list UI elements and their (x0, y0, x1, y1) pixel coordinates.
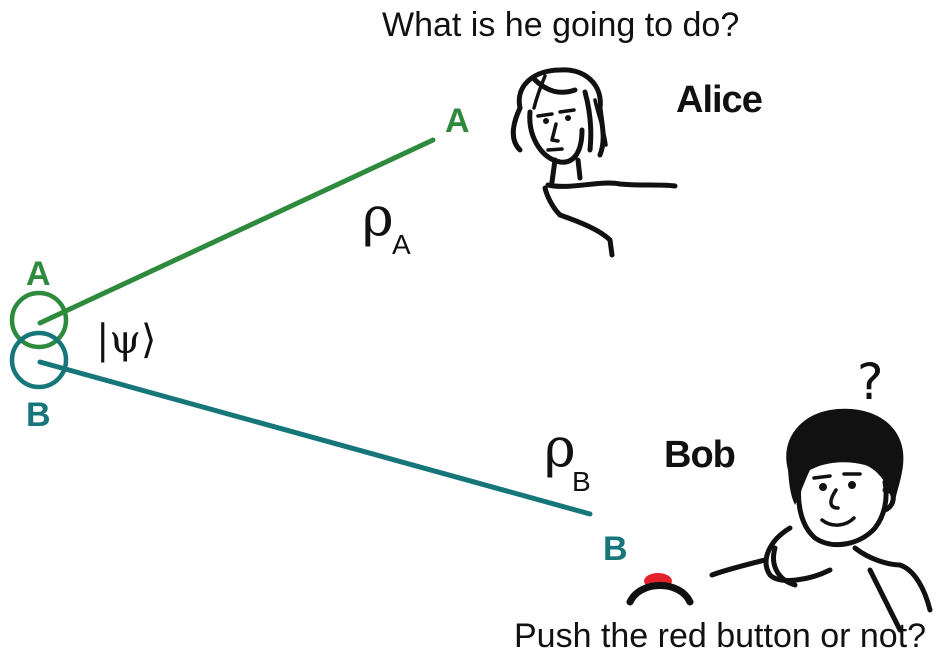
state-ket: |ψ⟩ (96, 317, 156, 363)
red-button-base (626, 582, 694, 606)
channel-a-line (37, 137, 436, 326)
source-label-b: B (26, 396, 51, 434)
source-label-a: A (26, 255, 51, 293)
rho-b-symbol: ρ (544, 416, 576, 479)
bob-name: Bob (664, 434, 735, 476)
source-circle-b (9, 330, 69, 390)
alice-figure (510, 67, 678, 258)
channel-b-endpoint-label: B (603, 530, 628, 568)
bob-figure (709, 408, 933, 633)
rho-a-symbol: ρ (362, 185, 394, 248)
bob-question-mark: ? (857, 353, 884, 411)
rho-b-subscript: B (572, 466, 591, 497)
source-circle-a (9, 290, 69, 350)
alice-name: Alice (676, 79, 762, 121)
top-question: What is he going to do? (382, 6, 739, 44)
rho-a-subscript: A (392, 229, 411, 260)
channel-b-line (37, 359, 593, 517)
red-button[interactable] (626, 573, 694, 606)
channel-a-endpoint-label: A (445, 102, 470, 140)
bottom-question: Push the red button or not? (514, 617, 926, 655)
